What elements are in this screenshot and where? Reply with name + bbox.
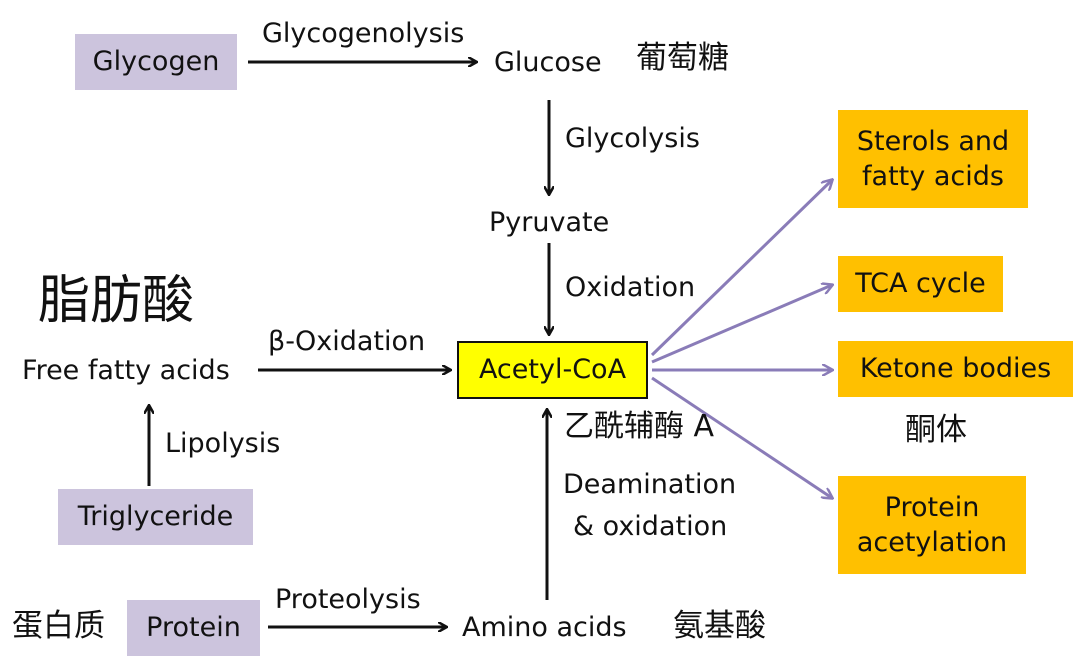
fatty-acids-cn-label: 脂肪酸 (38, 271, 195, 331)
protein-acetylation-line2: acetylation (856, 527, 1008, 558)
beta-oxidation-label: β-Oxidation (268, 326, 426, 357)
pyruvate-label: Pyruvate (489, 207, 610, 238)
lipolysis-label: Lipolysis (165, 428, 281, 459)
ketone-bodies-node: Ketone bodies (838, 341, 1073, 397)
tca-cycle-label: TCA cycle (855, 268, 986, 300)
amino-acids-label: Amino acids (462, 612, 627, 643)
triglyceride-label: Triglyceride (77, 501, 234, 533)
free-fatty-acids-label: Free fatty acids (22, 355, 230, 386)
oxidation-label: Oxidation (565, 272, 696, 303)
protein-node: Protein (127, 600, 260, 656)
protein-acetylation-node: Protein acetylation (838, 476, 1026, 574)
acetyl-coa-label: Acetyl-CoA (478, 354, 627, 386)
glycogen-label: Glycogen (92, 46, 220, 78)
glycogen-node: Glycogen (75, 34, 237, 90)
deamination-label-line2: & oxidation (573, 511, 728, 542)
ketone-bodies-cn-label: 酮体 (905, 412, 967, 448)
acetyl-coa-node: Acetyl-CoA (457, 341, 648, 399)
triglyceride-node: Triglyceride (58, 489, 253, 545)
glycogenolysis-label: Glycogenolysis (262, 18, 465, 49)
glycolysis-label: Glycolysis (565, 123, 700, 154)
proteolysis-label: Proteolysis (275, 584, 421, 615)
protein-label: Protein (146, 612, 241, 644)
sterols-fatty-acids-node: Sterols and fatty acids (838, 110, 1028, 208)
amino-acids-cn-label: 氨基酸 (673, 608, 766, 644)
glucose-label: Glucose (494, 47, 602, 78)
protein-cn-label: 蛋白质 (12, 608, 105, 644)
acetyl-coa-cn-label: 乙酰辅酶 A (564, 409, 715, 444)
sterols-label-line2: fatty acids (862, 161, 1004, 192)
tca-cycle-node: TCA cycle (838, 256, 1003, 312)
protein-acetylation-line1: Protein (884, 491, 980, 523)
deamination-label-line1: Deamination (563, 469, 737, 500)
ketone-bodies-label: Ketone bodies (859, 353, 1052, 385)
sterols-label-line1: Sterols and (856, 125, 1010, 157)
protein-acetylation-arrow (651, 376, 832, 498)
glucose-cn-label: 葡萄糖 (636, 40, 729, 76)
tca-cycle-arrow (651, 285, 832, 364)
sterols-arrow (650, 180, 832, 357)
